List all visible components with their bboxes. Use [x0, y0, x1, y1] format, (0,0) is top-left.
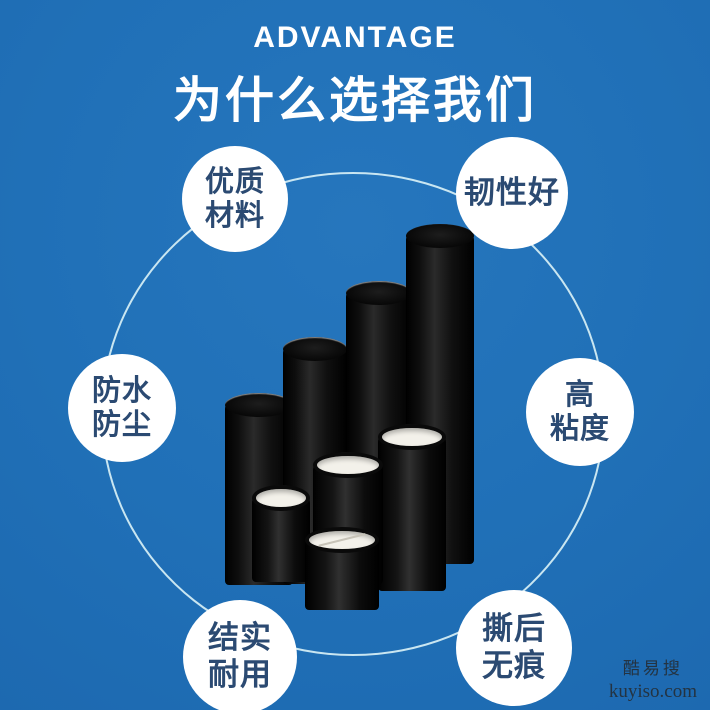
eyebrow-text: ADVANTAGE — [253, 21, 457, 54]
badge-sturdy-durable: 结实 耐用 — [183, 600, 297, 710]
tape-column-top — [346, 281, 412, 305]
badge-premium-material: 优质 材料 — [182, 146, 288, 252]
watermark-brand: 酷易搜 — [622, 659, 683, 678]
badge-label: 撕后 — [482, 611, 546, 647]
page-title: 为什么选择我们 — [172, 74, 537, 128]
badge-good-toughness: 韧性好 — [456, 137, 568, 249]
badge-label: 无痕 — [482, 648, 546, 683]
badge-label: 耐用 — [208, 657, 272, 692]
badge-label: 防尘 — [91, 409, 152, 441]
tape-roll-front — [305, 527, 379, 610]
tape-column-top — [225, 393, 293, 417]
tape-core — [313, 452, 383, 478]
tape-column-top — [283, 337, 347, 361]
tape-edge-line — [318, 532, 366, 547]
tape-core — [305, 527, 379, 553]
tape-roll-3 — [378, 424, 446, 591]
badge-label: 粘度 — [549, 413, 610, 445]
tape-roll-1 — [252, 485, 310, 582]
tape-column-top — [406, 224, 474, 248]
badge-label: 高 — [564, 378, 595, 411]
badge-label: 材料 — [204, 200, 265, 232]
tape-core — [252, 485, 310, 511]
header: ADVANTAGE 为什么选择我们 — [0, 0, 710, 132]
tape-core — [378, 424, 446, 450]
badge-high-viscosity: 高 粘度 — [526, 358, 634, 466]
watermark: 酷易搜 kuyiso.com — [609, 654, 697, 703]
badge-label: 结实 — [208, 620, 272, 656]
badge-label: 优质 — [204, 165, 265, 198]
watermark-site: kuyiso.com — [608, 681, 697, 702]
badge-label: 防水 — [91, 374, 152, 407]
badge-waterproof-dustproof: 防水 防尘 — [68, 354, 176, 462]
badge-tear-no-residue: 撕后 无痕 — [456, 590, 572, 706]
badge-label: 韧性好 — [464, 174, 560, 210]
